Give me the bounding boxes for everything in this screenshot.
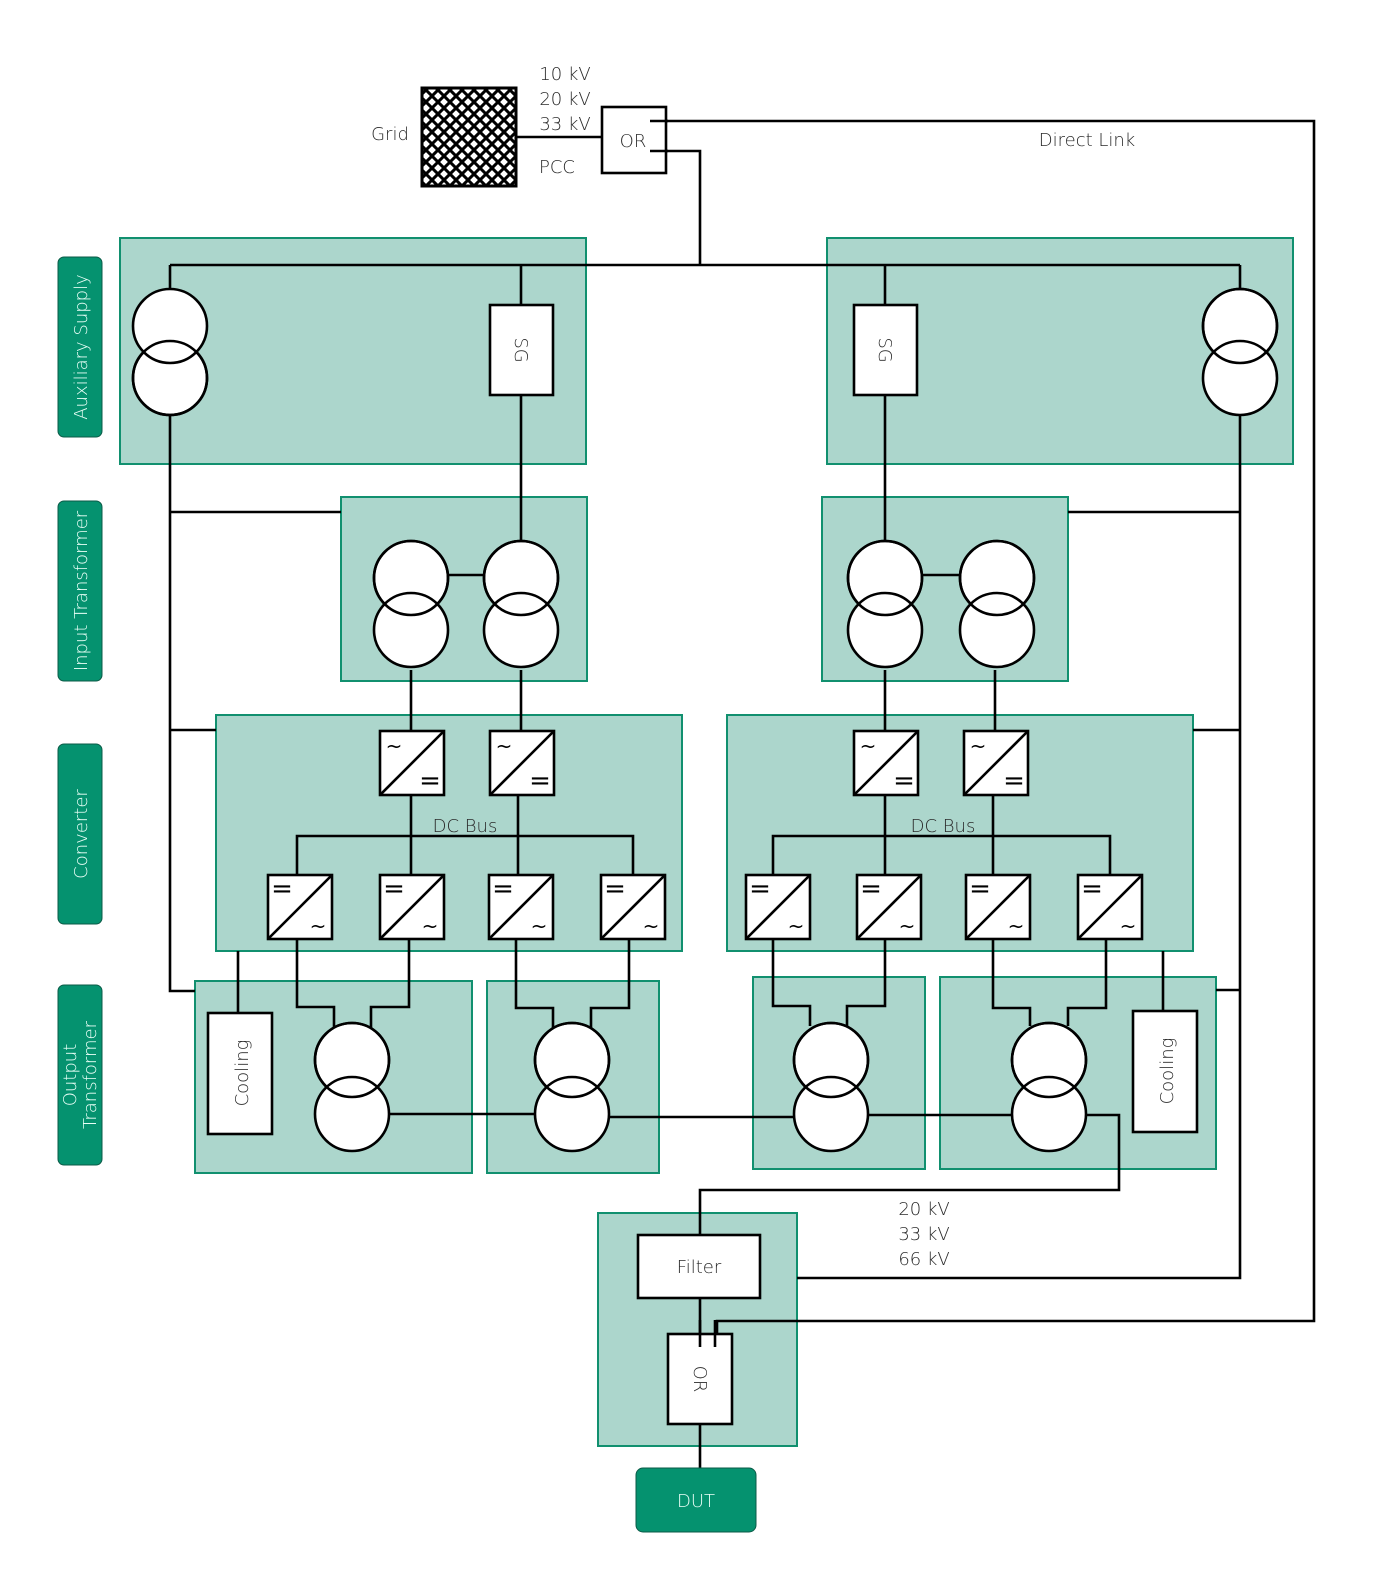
- sg-right-label: SG: [874, 337, 895, 362]
- ac-symbol-icon: ~: [788, 914, 805, 938]
- grid-symbol: [420, 86, 518, 188]
- dc-symbol-icon: =: [749, 874, 771, 904]
- side-tag-input-transformer: Input Transformer: [57, 500, 103, 682]
- inverter-1: =~: [266, 873, 334, 941]
- cooling-right-label: Cooling: [1157, 1038, 1178, 1105]
- or-switch-top: OR: [600, 105, 668, 175]
- dc-symbol-icon: =: [1081, 874, 1103, 904]
- ac-symbol-icon: ~: [1120, 914, 1137, 938]
- output-voltage-1: 20 kV: [898, 1199, 949, 1220]
- grid-voltage-2: 20 kV: [539, 89, 590, 110]
- input-transformer-3: [846, 539, 924, 669]
- wiring: [168, 119, 1316, 1470]
- dc-symbol-icon: =: [419, 766, 441, 796]
- grid-voltage-1: 10 kV: [539, 64, 590, 85]
- ac-symbol-icon: ~: [386, 734, 403, 758]
- ac-symbol-icon: ~: [1008, 914, 1025, 938]
- dc-symbol-icon: =: [383, 874, 405, 904]
- input-transformer-1: [372, 539, 450, 669]
- ac-symbol-icon: ~: [496, 734, 513, 758]
- ac-symbol-icon: ~: [643, 914, 660, 938]
- dc-symbol-icon: =: [492, 874, 514, 904]
- dc-symbol-icon: =: [893, 766, 915, 796]
- input-transformer-2: [482, 539, 560, 669]
- or-switch-bottom: OR: [666, 1332, 734, 1426]
- ac-symbol-icon: ~: [970, 734, 987, 758]
- pcc-label: PCC: [539, 157, 575, 178]
- inverter-4: =~: [599, 873, 667, 941]
- or-top-label: OR: [620, 131, 647, 152]
- dc-symbol-icon: =: [860, 874, 882, 904]
- sg-left-label: SG: [510, 337, 531, 362]
- rectifier-4: ~=: [962, 729, 1030, 797]
- direct-link-label: Direct Link: [1039, 130, 1135, 151]
- output-voltage-2: 33 kV: [898, 1224, 949, 1245]
- rectifier-2: ~=: [488, 729, 556, 797]
- side-tag-label-2: Transformer: [80, 1020, 101, 1129]
- dc-bus-right-label: DC Bus: [911, 816, 976, 837]
- filter-label: Filter: [677, 1257, 722, 1278]
- inverter-7: =~: [964, 873, 1032, 941]
- aux-transformer-left: [131, 287, 209, 417]
- dut-label: DUT: [677, 1491, 715, 1512]
- switchgear-left: SG: [488, 303, 555, 397]
- ac-symbol-icon: ~: [860, 734, 877, 758]
- inverter-5: =~: [744, 873, 812, 941]
- dc-bus-left-label: DC Bus: [433, 816, 498, 837]
- side-tag-auxiliary-supply: Auxiliary Supply: [57, 256, 103, 438]
- input-transformer-4: [958, 539, 1036, 669]
- grid-label: Grid: [371, 124, 409, 145]
- side-tag-output-transformer: Output Transformer: [57, 984, 103, 1166]
- ac-symbol-icon: ~: [531, 914, 548, 938]
- output-transformer-3: [792, 1021, 870, 1153]
- dc-symbol-icon: =: [604, 874, 626, 904]
- output-transformer-2: [533, 1021, 611, 1153]
- dc-symbol-icon: =: [969, 874, 991, 904]
- output-voltage-3: 66 kV: [898, 1249, 949, 1270]
- cooling-left-label: Cooling: [232, 1040, 253, 1107]
- dc-symbol-icon: =: [271, 874, 293, 904]
- side-tag-label: Converter: [71, 789, 92, 879]
- side-tag-label: Auxiliary Supply: [71, 274, 92, 420]
- output-transformer-1: [313, 1021, 391, 1153]
- side-tag-converter: Converter: [57, 743, 103, 925]
- switchgear-right: SG: [852, 303, 919, 397]
- cooling-unit-right: Cooling: [1131, 1009, 1199, 1134]
- side-tag-label: Output: [60, 1044, 81, 1107]
- or-bottom-label: OR: [689, 1366, 710, 1393]
- side-tag-label: Input Transformer: [71, 510, 92, 671]
- cooling-unit-left: Cooling: [206, 1011, 274, 1136]
- dc-symbol-icon: =: [529, 766, 551, 796]
- inverter-2: =~: [378, 873, 446, 941]
- output-transformer-4: [1010, 1021, 1088, 1153]
- inverter-8: =~: [1076, 873, 1144, 941]
- ac-symbol-icon: ~: [310, 914, 327, 938]
- dc-symbol-icon: =: [1003, 766, 1025, 796]
- inverter-6: =~: [855, 873, 923, 941]
- rectifier-3: ~=: [852, 729, 920, 797]
- grid-voltage-3: 33 kV: [539, 114, 590, 135]
- inverter-3: =~: [487, 873, 555, 941]
- ac-symbol-icon: ~: [422, 914, 439, 938]
- rectifier-1: ~=: [378, 729, 446, 797]
- converters: ~=~=~=~==~=~=~=~=~=~=~=~: [266, 729, 1144, 941]
- ac-symbol-icon: ~: [899, 914, 916, 938]
- aux-transformer-right: [1201, 287, 1279, 417]
- filter: Filter: [636, 1233, 762, 1300]
- dut-block: DUT: [635, 1467, 757, 1533]
